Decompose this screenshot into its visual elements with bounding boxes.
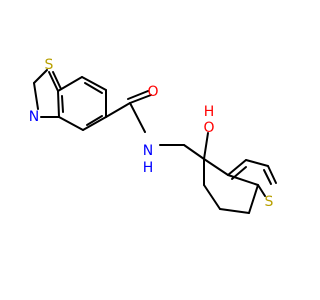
bond [86, 115, 103, 126]
bond [203, 184, 221, 210]
atom-o-carbonyl: O [147, 84, 158, 100]
bond [263, 169, 272, 185]
bond [57, 90, 60, 118]
atom-h-hydroxyl: H [204, 104, 215, 120]
bond [248, 184, 259, 214]
bond [127, 90, 149, 100]
atom-s-thiophene: S [265, 194, 274, 210]
bond [129, 94, 152, 104]
bond [227, 174, 259, 186]
bond [105, 102, 131, 118]
atom-o-hydroxyl: O [203, 120, 214, 136]
bond [203, 158, 229, 176]
thiazole-ring [33, 69, 62, 118]
bond [81, 76, 107, 91]
bond [257, 184, 266, 197]
bond [48, 71, 59, 92]
bond [129, 102, 146, 133]
structure-svg: S N O N H O H S [29, 57, 277, 214]
bicyclic-ring [203, 132, 277, 214]
bond [84, 82, 103, 94]
bond [219, 208, 250, 214]
atom-n-benzothiazole: N [29, 109, 39, 125]
atom-s-benzothiazole: S [45, 57, 54, 73]
bond [245, 159, 269, 167]
bond [231, 166, 247, 180]
bond [57, 76, 83, 92]
bond [203, 132, 209, 160]
bond [33, 82, 39, 110]
bond [183, 144, 205, 160]
atom-h-amide: H [143, 160, 154, 176]
molecule-diagram: S N O N H O H S [29, 57, 277, 214]
bond [58, 116, 84, 131]
bond [52, 71, 62, 90]
bond [267, 165, 277, 184]
atom-n-amide: N [143, 143, 153, 159]
bond [82, 116, 107, 131]
bond [61, 95, 64, 113]
bond [227, 159, 247, 176]
benzene-ring [57, 76, 107, 131]
bond [33, 69, 48, 84]
amide-group [105, 90, 205, 160]
